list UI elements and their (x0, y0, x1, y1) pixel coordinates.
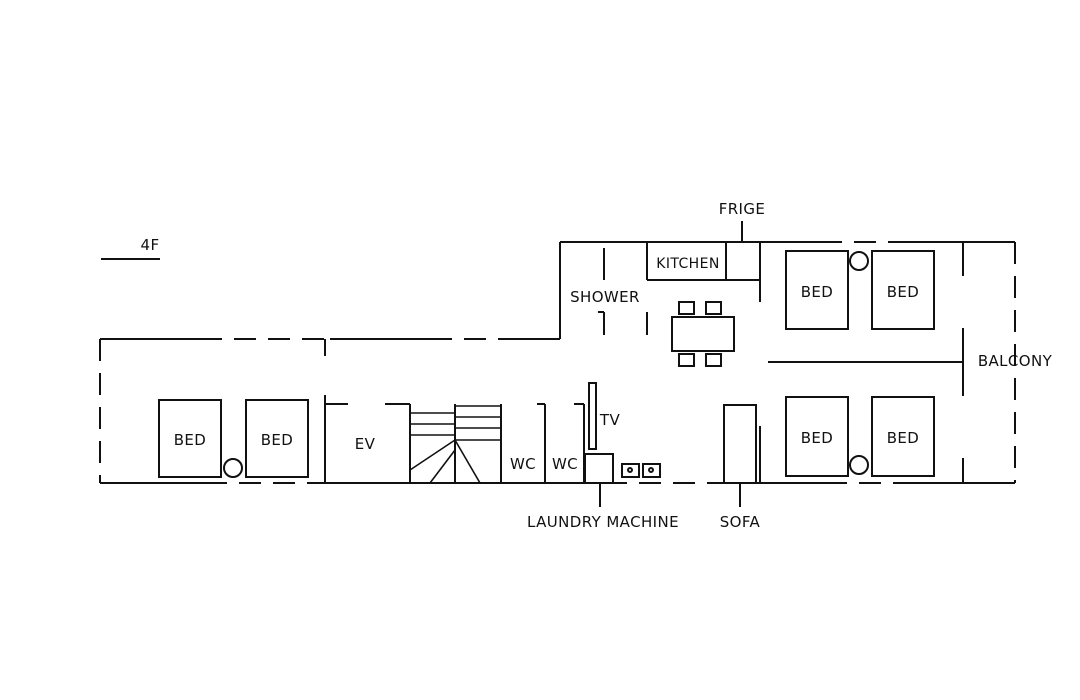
stair-diagonal-2 (454, 439, 481, 484)
stair-diagonal-3 (429, 449, 456, 484)
chair-3 (678, 353, 695, 367)
sofa (723, 404, 757, 484)
stove-knob-1 (627, 467, 633, 473)
label-balcony: BALCONY (978, 352, 1053, 370)
bed-3 (785, 250, 849, 330)
chair-2 (705, 301, 722, 315)
bed-1 (158, 399, 222, 478)
label-bed-6: BED (887, 429, 920, 447)
bed-2 (245, 399, 309, 478)
laundry-machine-box (584, 453, 614, 484)
label-bed-2: BED (261, 431, 294, 449)
interior-walls (324, 242, 964, 483)
stove-knob-2 (648, 467, 654, 473)
tv-unit (588, 382, 597, 450)
bed-4 (871, 250, 935, 330)
stove-burner-2 (642, 463, 661, 478)
label-tv: TV (599, 411, 621, 429)
chair-4 (705, 353, 722, 367)
floor-label: 4F (141, 236, 160, 254)
furniture (158, 221, 935, 507)
label-bed-1: BED (174, 431, 207, 449)
label-frige: FRIGE (719, 200, 766, 218)
floor-indicator: 4F (101, 236, 160, 260)
stair-diagonal-1 (409, 439, 456, 471)
label-wc-left: WC (510, 455, 536, 473)
staircase (409, 404, 501, 484)
label-ev: EV (355, 435, 376, 453)
bed-5 (785, 396, 849, 477)
label-kitchen: KITCHEN (656, 256, 719, 272)
lamp-top-right (849, 251, 869, 271)
label-sofa: SOFA (720, 513, 761, 531)
label-shower: SHOWER (570, 288, 640, 306)
dining-table (671, 316, 735, 352)
labels: FRIGE KITCHEN SHOWER BALCONY EV WC WC TV… (174, 200, 1053, 531)
label-wc-right: WC (552, 455, 578, 473)
lamp-bottom-right (849, 455, 869, 475)
bed-6 (871, 396, 935, 477)
chair-1 (678, 301, 695, 315)
outer-walls (99, 241, 1016, 484)
label-bed-5: BED (801, 429, 834, 447)
stove-burner-1 (621, 463, 640, 478)
lamp-left (223, 458, 243, 478)
label-laundry-machine: LAUNDRY MACHINE (527, 513, 679, 531)
label-bed-3: BED (801, 283, 834, 301)
label-bed-4: BED (887, 283, 920, 301)
